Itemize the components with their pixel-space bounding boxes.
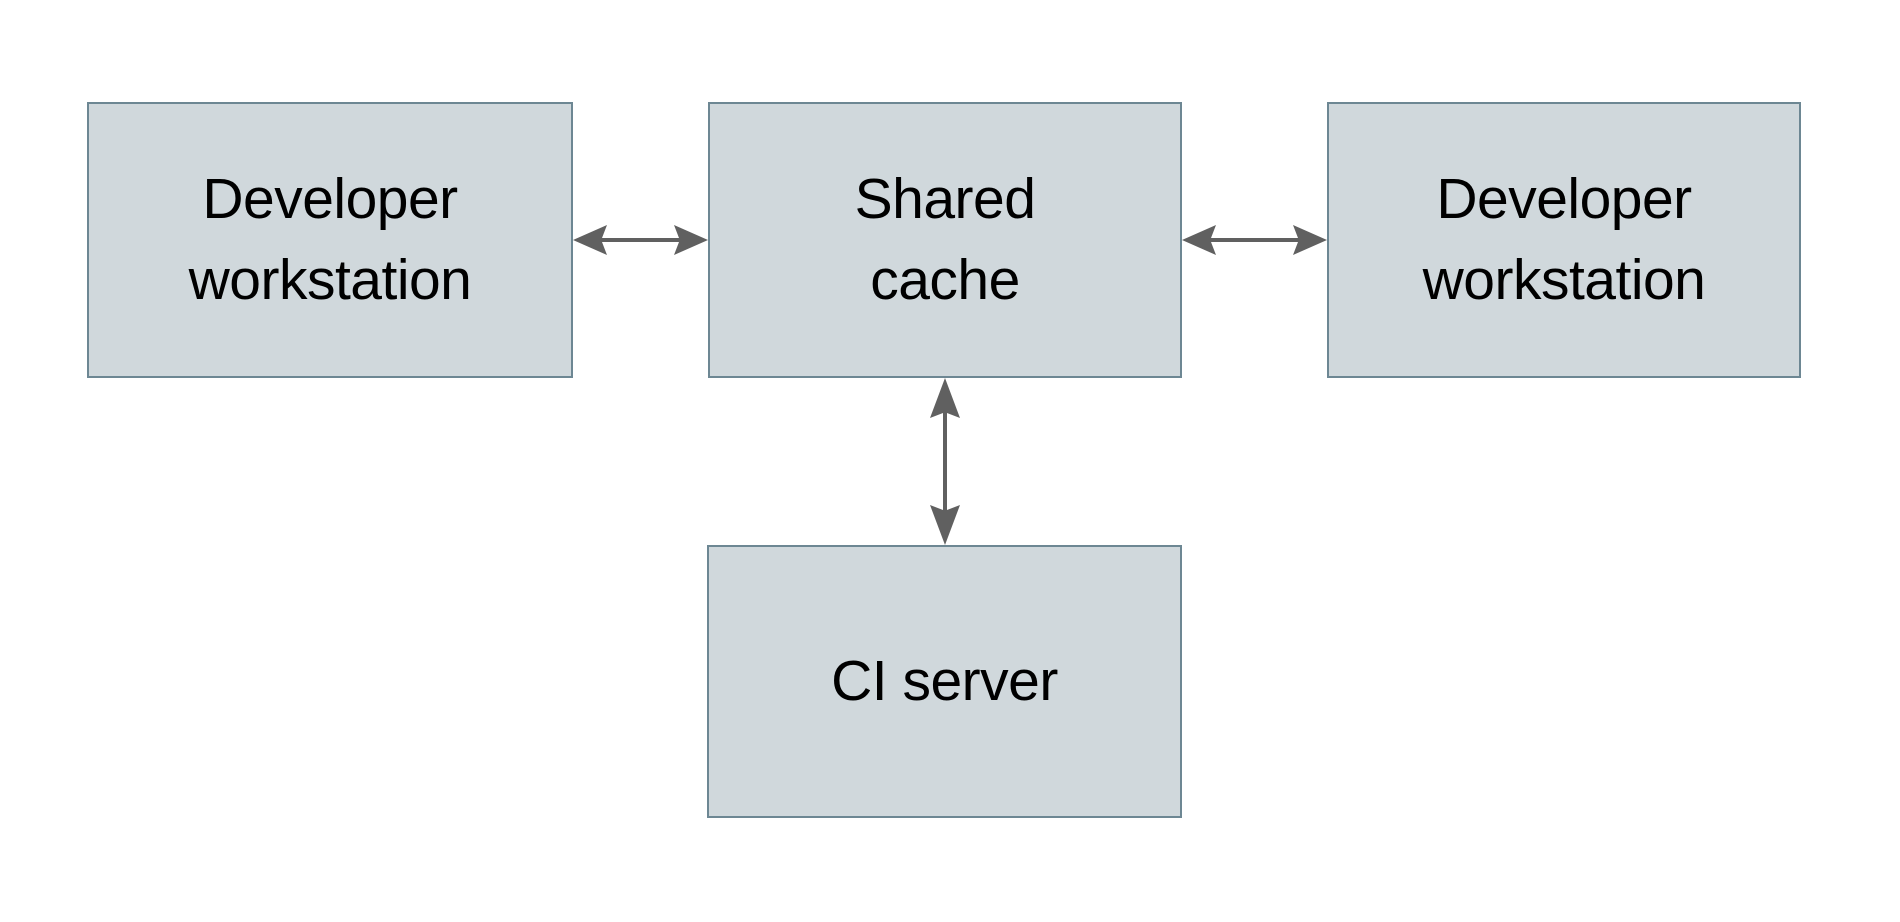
edge-left-workstation-cache: [573, 218, 708, 262]
edge-cache-right-workstation: [1182, 218, 1327, 262]
edge-cache-ci-server: [923, 378, 967, 545]
node-label: Developer workstation: [1422, 167, 1706, 312]
node-label: CI server: [831, 649, 1058, 714]
node-ci-server[interactable]: CI server: [707, 545, 1182, 818]
node-shared-cache[interactable]: Shared cache: [708, 102, 1182, 378]
node-label: Shared cache: [854, 167, 1036, 312]
node-developer-workstation-right[interactable]: Developer workstation: [1327, 102, 1801, 378]
node-label: Developer workstation: [188, 167, 472, 312]
node-developer-workstation-left[interactable]: Developer workstation: [87, 102, 573, 378]
